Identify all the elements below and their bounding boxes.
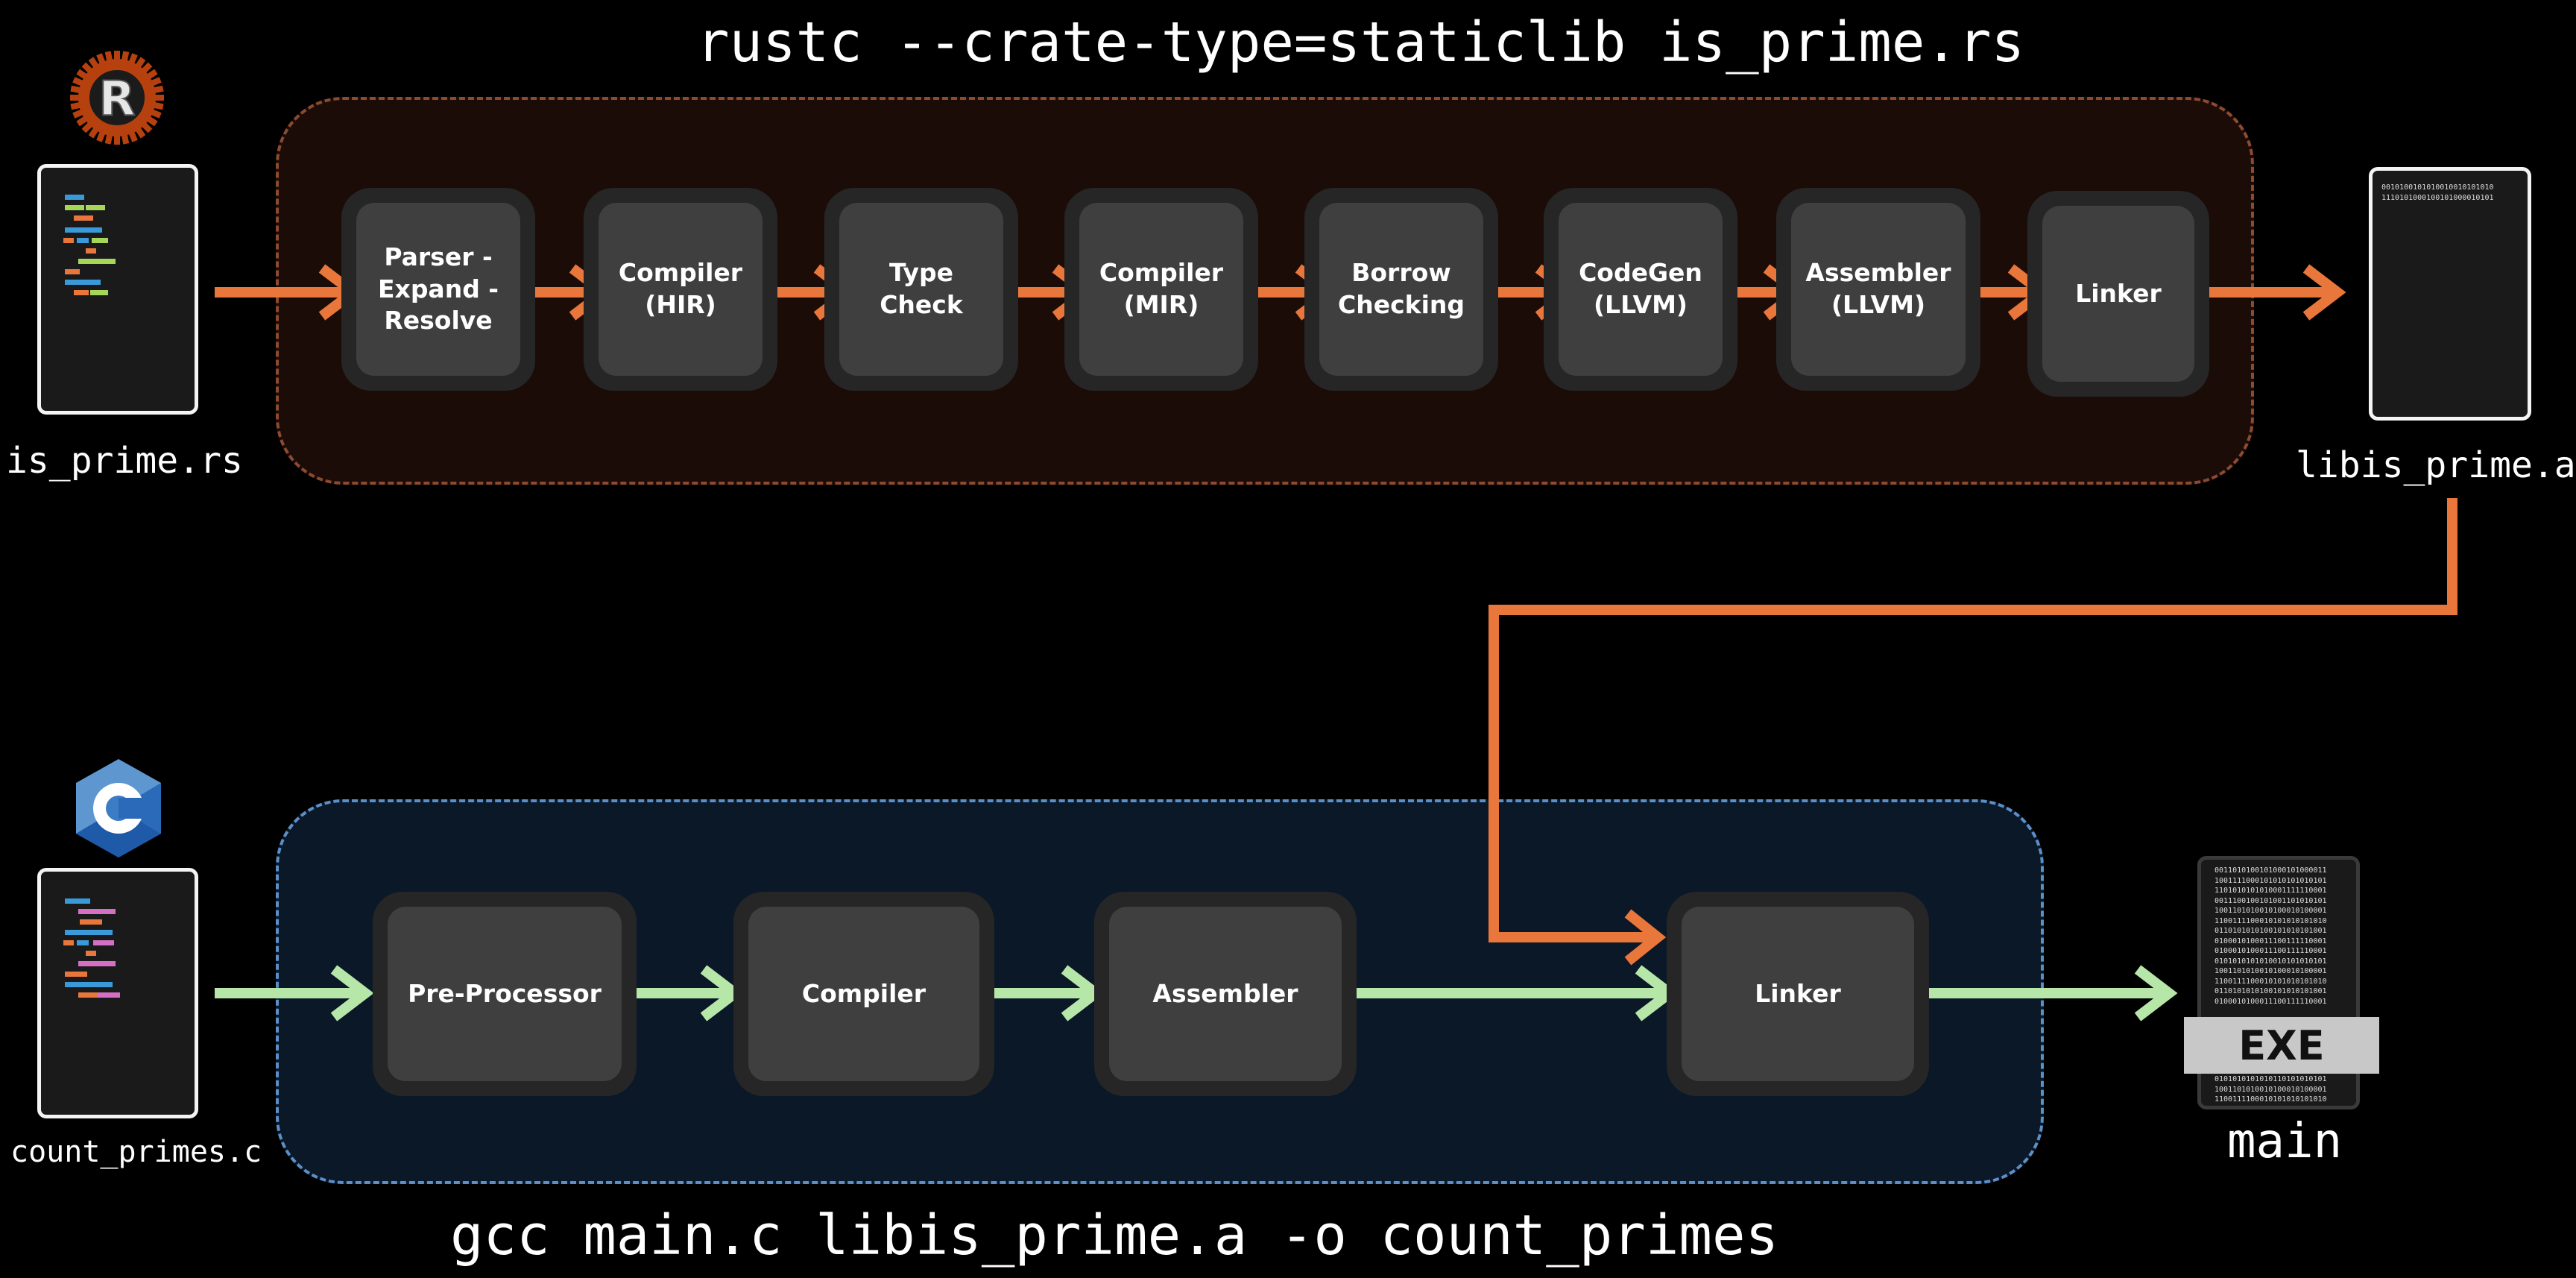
- stage-label: Compiler: [748, 907, 979, 1081]
- rust-stage-mir: Compiler (MIR): [1064, 188, 1258, 391]
- rust-input-filename: is_prime.rs: [6, 440, 243, 482]
- arrow-head: [2302, 264, 2346, 321]
- rust-output-filename: libis_prime.a: [2296, 444, 2576, 486]
- library-link-arrow: [1489, 498, 2457, 966]
- rust-stage-borrowck: Borrow Checking: [1304, 188, 1498, 391]
- stage-label: Linker: [2042, 206, 2194, 382]
- arrow-head: [2134, 965, 2178, 1022]
- c-stage-compiler: Compiler: [733, 892, 994, 1096]
- stage-label: Pre-Processor: [388, 907, 622, 1081]
- exe-badge: EXE: [2184, 1017, 2379, 1074]
- c-source-file-icon: [37, 868, 198, 1118]
- stage-label: Linker: [1682, 907, 1914, 1081]
- c-stage-assembler: Assembler: [1094, 892, 1357, 1096]
- static-library-file-icon: 0010100101010010010101010 11101010001001…: [2369, 167, 2531, 421]
- gcc-command: gcc main.c libis_prime.a -o count_primes: [450, 1203, 1779, 1268]
- rust-stage-codegen: CodeGen (LLVM): [1544, 188, 1737, 391]
- rust-stage-assembler: Assembler (LLVM): [1776, 188, 1980, 391]
- rust-stage-hir: Compiler (HIR): [584, 188, 777, 391]
- rustc-command: rustc --crate-type=staticlib is_prime.rs: [696, 10, 2025, 75]
- rust-stage-linker: Linker: [2027, 191, 2209, 397]
- svg-text:R: R: [98, 72, 135, 127]
- stage-label: Type Check: [839, 203, 1003, 376]
- c-language-logo-icon: [76, 759, 161, 857]
- rust-source-file-icon: [37, 164, 198, 415]
- stage-label: Compiler (MIR): [1079, 203, 1243, 376]
- c-output-filename: main: [2227, 1114, 2343, 1169]
- rust-logo-icon: R: [70, 51, 164, 145]
- rust-stage-parser: Parser - Expand - Resolve: [341, 188, 535, 391]
- rust-stage-typecheck: Type Check: [824, 188, 1018, 391]
- stage-label: Parser - Expand - Resolve: [356, 203, 520, 376]
- stage-label: Compiler (HIR): [599, 203, 763, 376]
- stage-label: Assembler: [1109, 907, 1342, 1081]
- c-stage-linker: Linker: [1667, 892, 1929, 1096]
- c-stage-preprocessor: Pre-Processor: [373, 892, 637, 1096]
- stage-label: Borrow Checking: [1319, 203, 1483, 376]
- c-input-filename: count_primes.c: [10, 1135, 262, 1169]
- stage-label: Assembler (LLVM): [1791, 203, 1966, 376]
- stage-label: CodeGen (LLVM): [1559, 203, 1723, 376]
- arrow-head: [330, 965, 374, 1022]
